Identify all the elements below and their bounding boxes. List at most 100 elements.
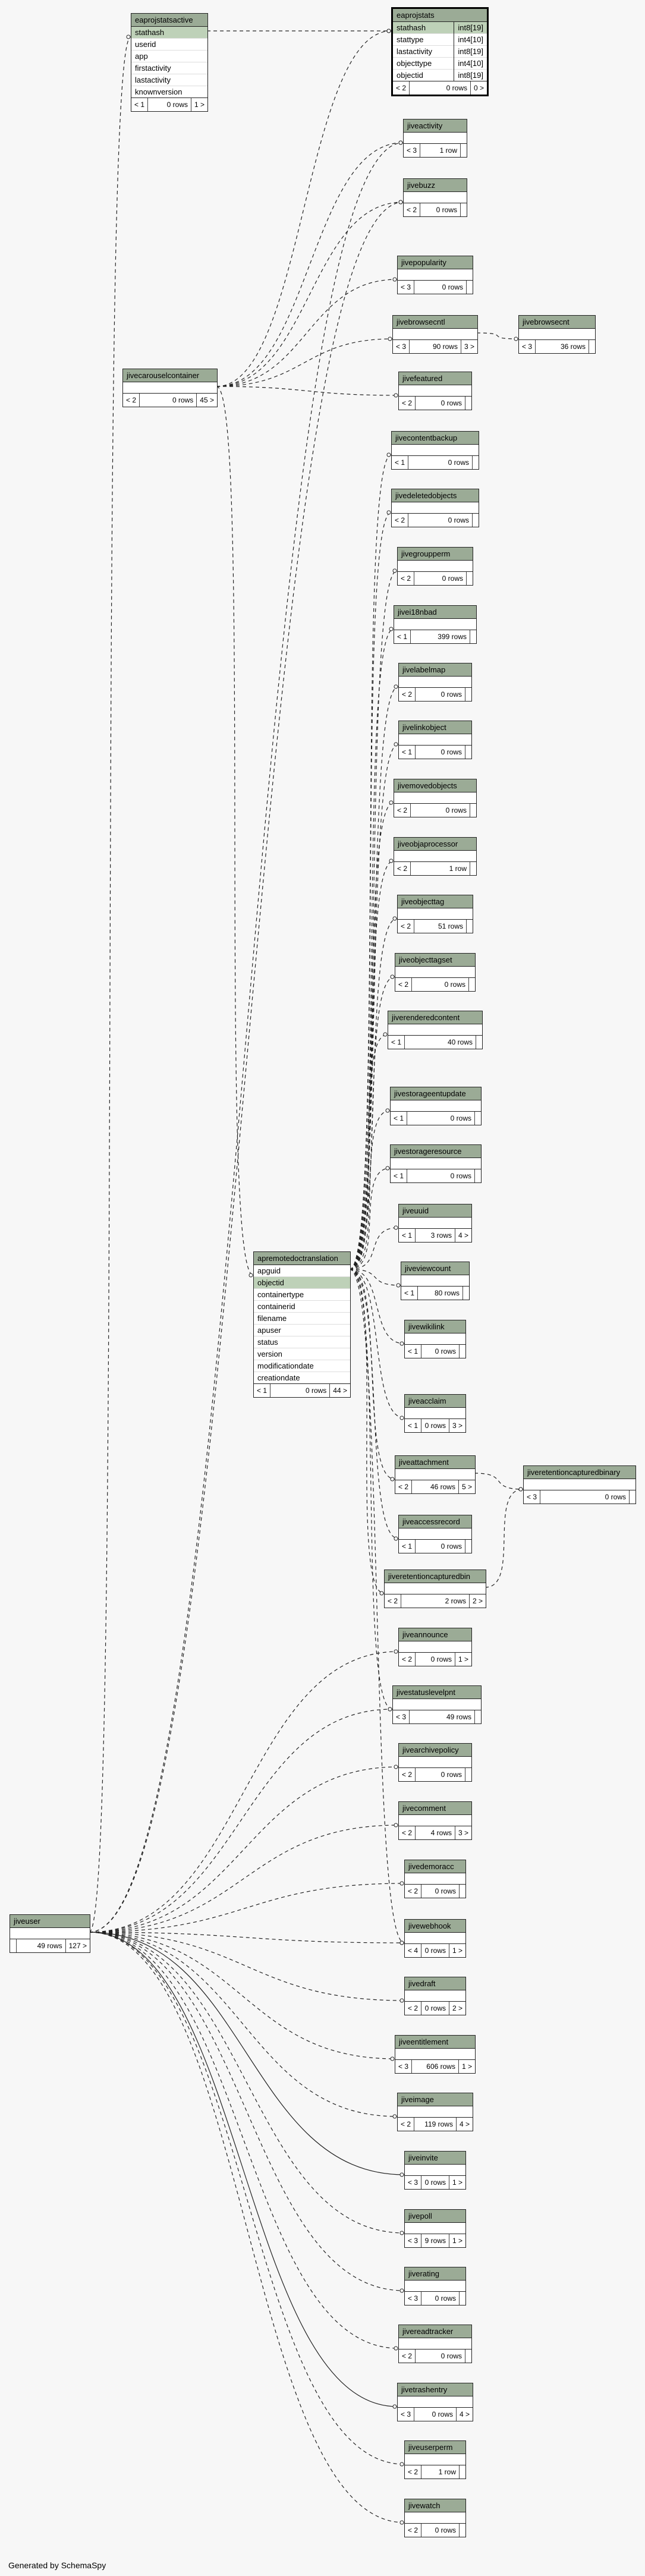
column-stathash[interactable]: stathash (393, 22, 454, 34)
row-count: 3 rows (416, 1229, 455, 1242)
column-placeholder (405, 1990, 465, 2002)
column-app[interactable]: app (131, 51, 207, 62)
row-count: 0 rows (421, 1419, 449, 1432)
column-status[interactable]: status (254, 1336, 350, 1348)
column-userid[interactable]: userid (131, 39, 207, 51)
column-lastactivity[interactable]: lastactivity (393, 46, 454, 58)
column-apguid[interactable]: apguid (254, 1265, 350, 1277)
column-modificationdate[interactable]: modificationdate (254, 1360, 350, 1372)
column-placeholder (123, 382, 217, 394)
crowfoot-marker (248, 1273, 253, 1278)
relationship-line (89, 1932, 405, 2175)
relationship-line (89, 1932, 405, 2234)
column-placeholder (398, 561, 473, 572)
child-count: 5 > (461, 1483, 472, 1491)
child-count (465, 397, 471, 410)
column-knownversion[interactable]: knownversion (135, 87, 183, 96)
crowfoot-marker (390, 1477, 395, 1482)
crowfoot-marker (394, 684, 398, 689)
column-stathash[interactable]: stathash (131, 27, 207, 39)
relationship-line (349, 628, 394, 1270)
column-creationdate[interactable]: creationdate (257, 1373, 300, 1382)
column-objectid[interactable]: objectid (254, 1277, 350, 1289)
child-count (460, 2465, 465, 2479)
table-name: jiveinvite (405, 2152, 465, 2165)
column-filename[interactable]: filename (254, 1313, 350, 1325)
crowfoot-marker (396, 1283, 401, 1288)
child-count: 4 > (458, 1231, 468, 1240)
column-firstactivity[interactable]: firstactivity (131, 62, 207, 74)
child-count: 4 > (459, 2410, 470, 2418)
table-name: jivemovedobjects (394, 779, 476, 792)
row-count: 0 rows (416, 746, 465, 759)
column-objecttype[interactable]: objecttype (393, 58, 454, 70)
column-apuser[interactable]: apuser (254, 1325, 350, 1336)
table-name: jivewikilink (405, 1320, 465, 1333)
column-containerid[interactable]: containerid (254, 1301, 350, 1313)
parent-count: < 1 (405, 1345, 422, 1358)
crowfoot-marker (386, 29, 391, 33)
relationship-line (349, 1269, 393, 1710)
column-placeholder (393, 329, 477, 340)
row-count: 36 rows (536, 340, 589, 353)
column-version[interactable]: version (254, 1348, 350, 1360)
column-containertype[interactable]: containertype (254, 1289, 350, 1301)
table-name: eaprojstats (393, 9, 487, 22)
column-stattype[interactable]: stattype (393, 34, 454, 46)
table-name: jiveentitlement (395, 2036, 475, 2049)
column-objectid[interactable]: objectid (397, 71, 423, 80)
parent-count: < 3 (405, 2176, 422, 2189)
row-count: 1 row (420, 144, 461, 157)
column-lastactivity[interactable]: lastactivity (131, 74, 207, 86)
